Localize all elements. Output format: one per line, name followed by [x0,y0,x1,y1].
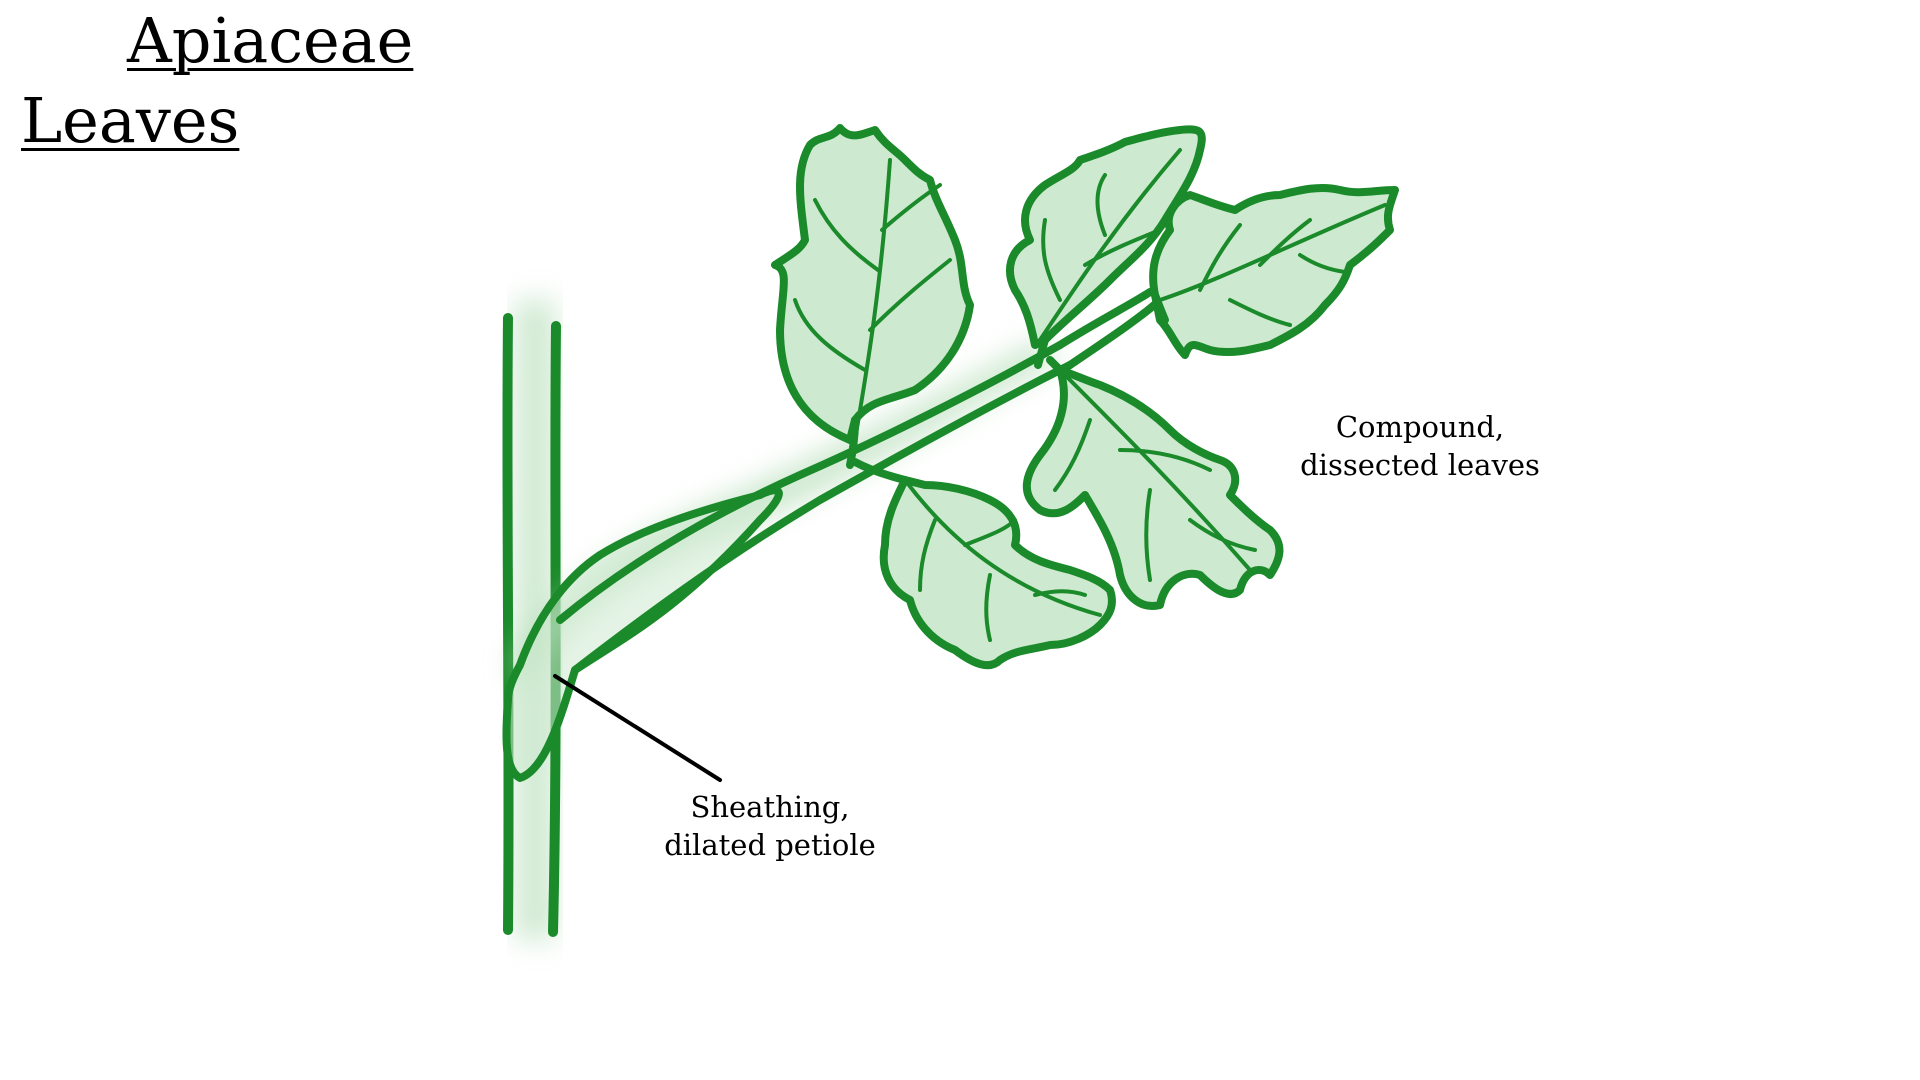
leaflet-top-middle [1006,125,1206,349]
leaflet-stalks [846,291,1169,484]
sheathing-petiole-label-line-2: dilated petiole [664,828,876,862]
diagram-subtitle: Leaves [21,84,240,157]
compound-leaves-label-line-2: dissected leaves [1300,448,1540,482]
sheathing-petiole-label: Sheathing, dilated petiole [640,788,900,864]
leaflet-lower-right [1022,366,1284,610]
sheathing-petiole-label-line-1: Sheathing, [690,790,850,824]
petiole-shading [510,340,1060,690]
sheath-leader-line [553,674,722,782]
diagram-title: Apiaceae [127,4,414,77]
compound-leaves-label-line-1: Compound, [1335,410,1505,444]
leaflet-upper-right [1149,183,1399,359]
compound-leaves-label: Compound, dissected leaves [1290,408,1550,484]
leaflet-bottom-middle [879,476,1116,670]
leaflet-upper-left [771,124,974,444]
